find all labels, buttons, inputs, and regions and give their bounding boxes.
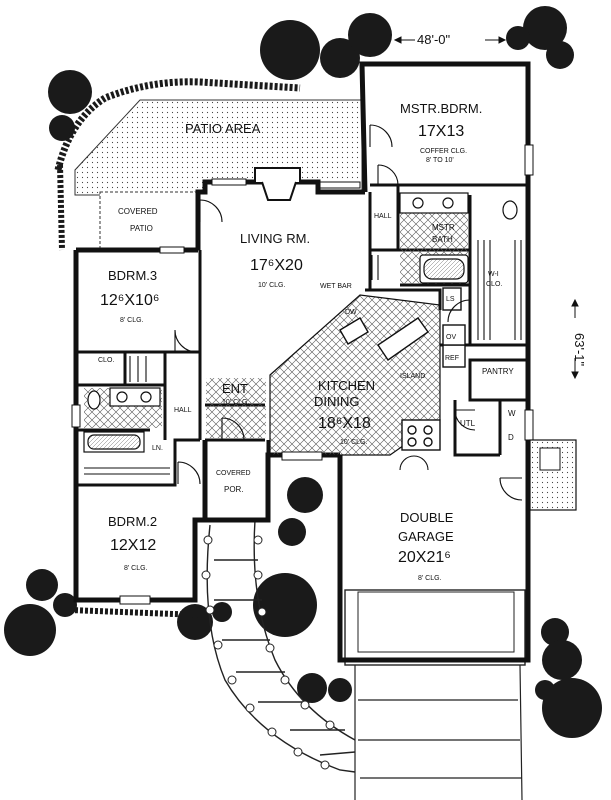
- shrub-bottom-right: [535, 618, 602, 738]
- wic-label-2: CLO.: [486, 281, 502, 288]
- master-toilet: [503, 201, 517, 219]
- garage-door: [358, 592, 514, 652]
- fireplace: [255, 168, 300, 200]
- hedge-bottom-left: [70, 610, 200, 615]
- depth-dimension: 63'-1": [572, 333, 587, 367]
- island-label: ISLAND: [400, 373, 425, 380]
- closet-label: CLO.: [98, 357, 114, 364]
- walkway-stones: [202, 536, 334, 769]
- lazy-susan-label: LS: [446, 296, 455, 303]
- master-bedroom-label: MSTR.BDRM.: [400, 101, 482, 116]
- washer-label: W: [508, 409, 516, 418]
- shrub-bottom-left-2: [177, 602, 232, 640]
- covered-porch-label-1: COVERED: [216, 470, 251, 477]
- entry-note: 10' CLG.: [222, 399, 249, 406]
- garage-size: 20X21⁶: [398, 549, 451, 566]
- side-step: [540, 448, 560, 470]
- bedroom3-label: BDRM.3: [108, 268, 157, 283]
- hedge-left: [60, 165, 62, 250]
- covered-patio-label-1: COVERED: [118, 207, 158, 216]
- garage-label-2: GARAGE: [398, 529, 454, 544]
- master-vanity: [400, 193, 468, 213]
- dryer-label: D: [508, 433, 514, 442]
- oven-label: OV: [446, 334, 456, 341]
- patio-area-label: PATIO AREA: [185, 121, 261, 136]
- living-room-note: 10' CLG.: [258, 282, 285, 289]
- covered-porch-label-2: POR.: [224, 485, 244, 494]
- garage-label-1: DOUBLE: [400, 510, 454, 525]
- master-bath-label-2: BATH: [432, 235, 453, 244]
- range: [402, 420, 440, 450]
- garage-note: 8' CLG.: [418, 575, 442, 582]
- kitchen-label: KITCHEN: [318, 378, 375, 393]
- master-bath-label-1: MSTR: [432, 223, 455, 232]
- shrub-top-right: [506, 6, 574, 69]
- utility-label: UTL: [460, 419, 476, 428]
- hall-label: HALL: [174, 407, 192, 414]
- wet-bar-label: WET BAR: [320, 283, 352, 290]
- master-bedroom-note-1: COFFER CLG.: [420, 148, 467, 155]
- kitchen-dining-size: 18⁶X18⁳: [318, 415, 371, 432]
- walkway: [207, 520, 355, 772]
- covered-patio: [100, 192, 198, 250]
- covered-patio-label-2: PATIO: [130, 224, 153, 233]
- living-room-label: LIVING RM.: [240, 231, 310, 246]
- ref-label: REF: [445, 355, 459, 362]
- driveway: [355, 665, 522, 800]
- master-bedroom-note-2: 8' TO 10': [426, 157, 454, 164]
- entry-label: ENT: [222, 381, 248, 396]
- wic-label-1: W-I: [488, 271, 499, 278]
- kitchen-dining-note: 10' CLG.: [340, 439, 367, 446]
- width-dimension: 48'-0": [417, 32, 451, 47]
- linen-label: LN.: [152, 445, 163, 452]
- master-bedroom-size: 17X13: [418, 123, 464, 140]
- pantry-label: PANTRY: [482, 367, 514, 376]
- bedroom3-note: 8' CLG.: [120, 317, 144, 324]
- living-room-size: 17⁶X20: [250, 257, 303, 274]
- bedroom3-size: 12⁶X10⁶: [100, 292, 159, 309]
- bedroom2-label: BDRM.2: [108, 514, 157, 529]
- bedroom2-size: 12X12: [110, 537, 156, 554]
- hall-toilet: [88, 391, 100, 409]
- dishwasher-label: DW: [345, 309, 357, 316]
- dining-label: DINING: [314, 394, 360, 409]
- shrub-top-center: [260, 13, 392, 80]
- master-hall-label: HALL: [374, 213, 392, 220]
- shrub-bottom-left: [4, 569, 77, 656]
- bedroom2-note: 8' CLG.: [124, 565, 148, 572]
